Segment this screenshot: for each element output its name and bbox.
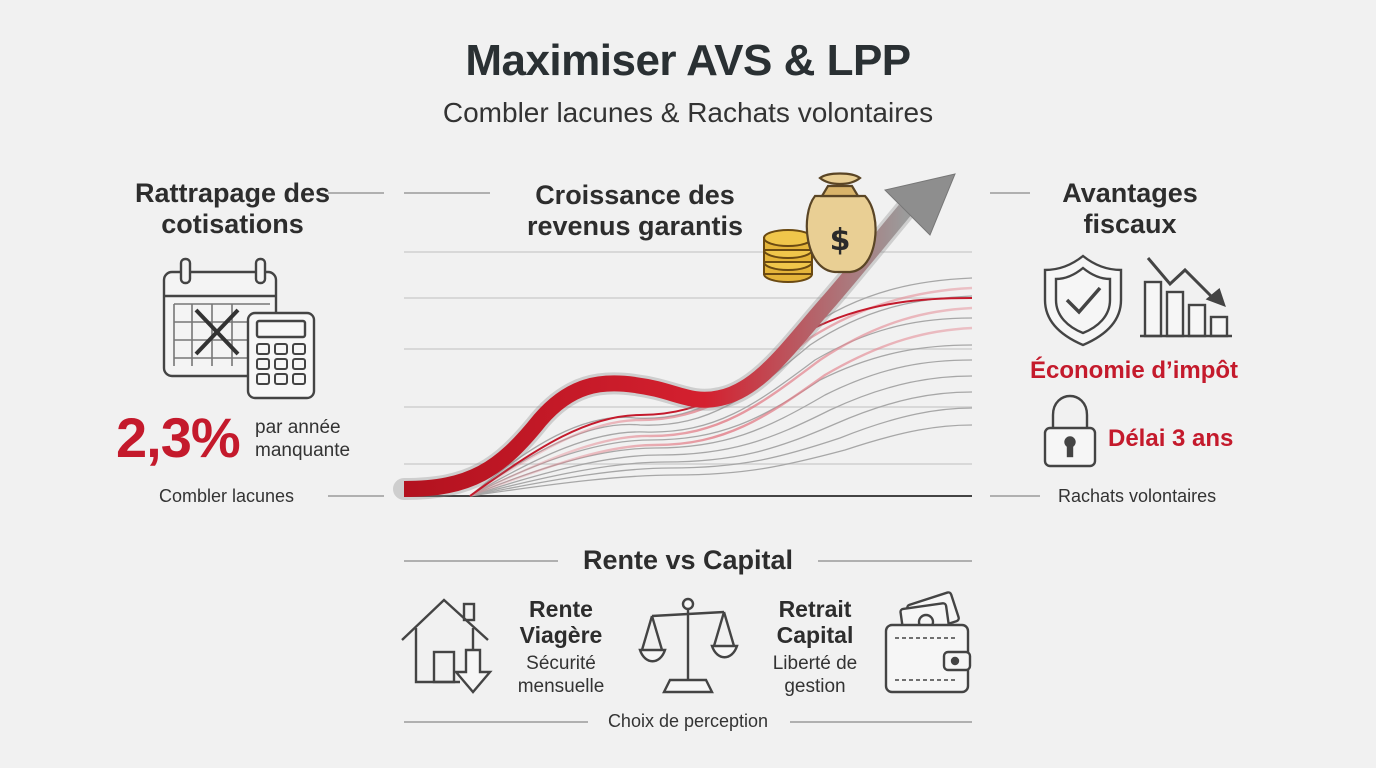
option-a-title: Rente Viagère bbox=[519, 596, 603, 648]
balance-scale-icon bbox=[638, 597, 739, 694]
tax-saving-label: Économie d’impôt bbox=[1030, 357, 1239, 384]
money-bag-icon: $ bbox=[805, 172, 877, 274]
left-heading: Rattrapage des cotisations bbox=[134, 178, 331, 239]
left-caption: Combler lacunes bbox=[159, 486, 295, 506]
page-subtitle: Combler lacunes & Rachats volontaires bbox=[442, 97, 934, 128]
coin-stack-icon bbox=[763, 229, 813, 283]
shield-check-icon bbox=[1043, 254, 1123, 347]
house-down-arrow-icon bbox=[401, 598, 493, 694]
right-heading: Avantages fiscaux bbox=[1062, 178, 1198, 239]
center-heading: Croissance des revenus garantis bbox=[526, 180, 744, 241]
calculator-icon bbox=[246, 311, 316, 400]
percent-value: 2,3% bbox=[116, 406, 241, 469]
delay-label: Délai 3 ans bbox=[1108, 425, 1234, 452]
rente-vs-capital-heading: Rente vs Capital bbox=[582, 545, 794, 575]
wallet-cash-icon bbox=[884, 591, 972, 694]
option-b-title: Retrait Capital bbox=[776, 596, 854, 648]
growth-arrow-icon bbox=[393, 173, 956, 500]
connector-lines bbox=[328, 192, 1040, 723]
declining-bar-chart-icon bbox=[1140, 257, 1232, 338]
page-title: Maximiser AVS & LPP bbox=[465, 36, 911, 85]
percent-note: par année manquante bbox=[255, 417, 351, 461]
padlock-icon bbox=[1043, 394, 1097, 468]
right-caption: Rachats volontaires bbox=[1058, 486, 1217, 506]
choice-caption: Choix de perception bbox=[607, 711, 769, 731]
option-a-subtitle: Sécurité mensuelle bbox=[517, 653, 605, 697]
option-b-subtitle: Liberté de gestion bbox=[772, 653, 858, 697]
svg-text:$: $ bbox=[830, 223, 851, 258]
